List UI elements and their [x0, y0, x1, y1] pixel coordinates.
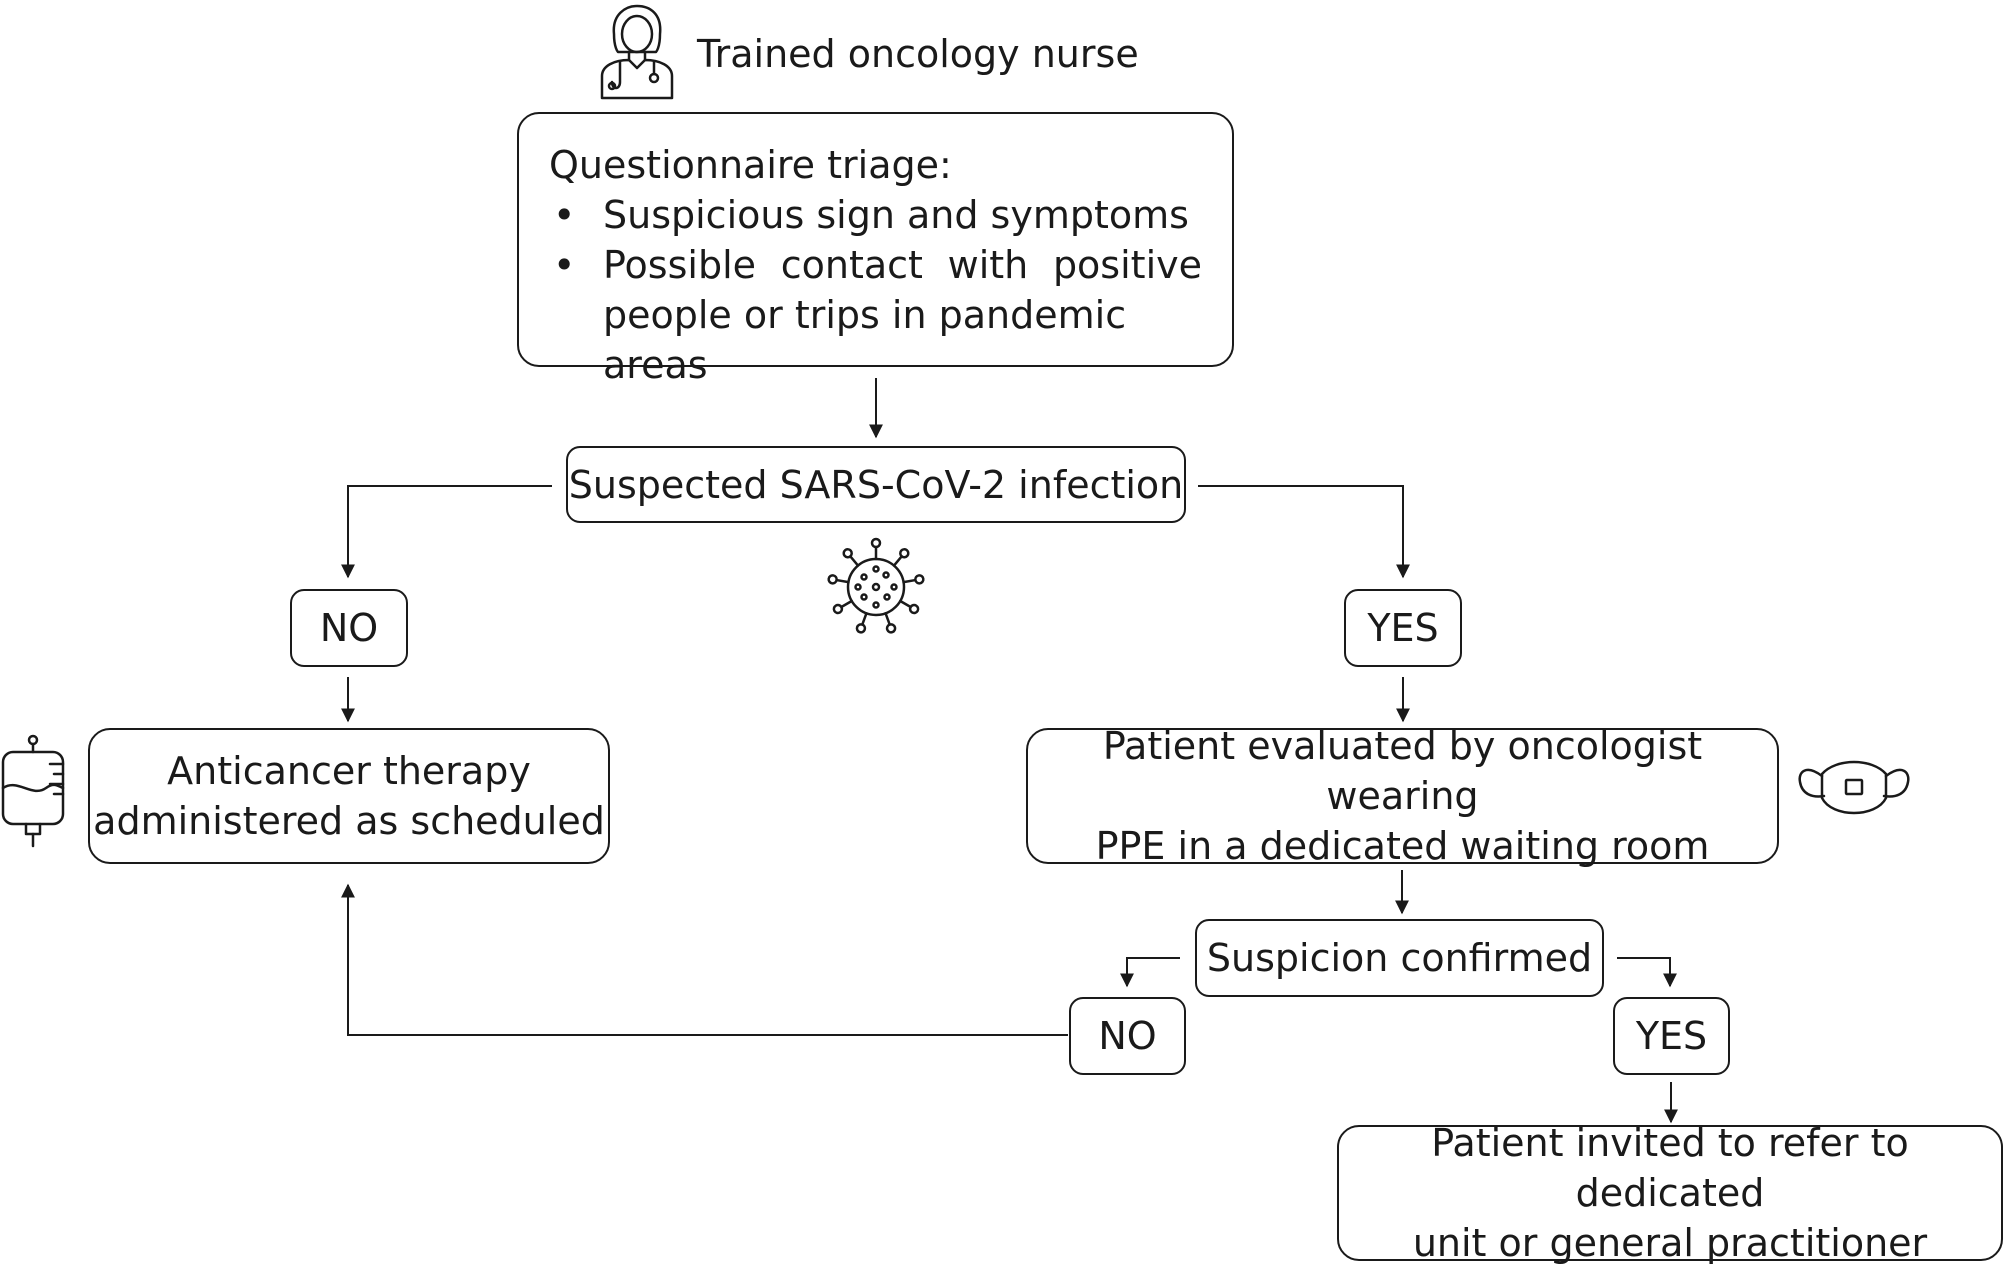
no-confirmed-label: NO: [1098, 1014, 1157, 1058]
arrow-suspected-to-yes: [1198, 485, 1410, 579]
suspected-infection-label: Suspected SARS-CoV-2 infection: [568, 462, 1184, 507]
iv-bag-icon: [1, 734, 65, 848]
yes-label: YES: [1367, 606, 1439, 650]
referral-box: Patient invited to refer to dedicated un…: [1337, 1121, 2003, 1265]
yes-branch-box: YES: [1344, 589, 1462, 667]
nurse-icon: [600, 4, 674, 100]
triage-title: Questionnaire triage:: [549, 143, 952, 187]
anticancer-therapy-box: Anticancer therapy administered as sched…: [88, 728, 610, 864]
face-mask-icon: [1798, 760, 1910, 815]
referral-line-1: Patient invited to refer to dedicated: [1431, 1121, 1909, 1215]
no-confirmed-box: NO: [1069, 997, 1186, 1075]
therapy-line-1: Anticancer therapy: [167, 749, 531, 793]
arrow-confirmed-to-yes: [1617, 957, 1677, 988]
suspicion-confirmed-label: Suspicion confirmed: [1206, 936, 1593, 980]
role-label: Trained oncology nurse: [697, 32, 1139, 76]
no-branch-box: NO: [290, 589, 408, 667]
virus-icon: [826, 537, 926, 635]
oncologist-evaluation-box: Patient evaluated by oncologist wearing …: [1026, 724, 1779, 868]
evaluation-line-1: Patient evaluated by oncologist wearing: [1102, 724, 1703, 818]
referral-line-2: unit or general practitioner: [1412, 1221, 1928, 1265]
evaluation-line-2: PPE in a dedicated waiting room: [1095, 824, 1710, 868]
suspected-infection-box: Suspected SARS-CoV-2 infection: [566, 446, 1186, 523]
questionnaire-triage-box: Questionnaire triage: Suspicious sign an…: [517, 112, 1234, 387]
triage-criterion: Suspicious sign and symptoms: [549, 190, 1202, 240]
therapy-line-2: administered as scheduled: [93, 799, 605, 843]
yes-confirmed-label: YES: [1635, 1014, 1708, 1058]
suspicion-confirmed-box: Suspicion confirmed: [1195, 919, 1604, 997]
arrow-suspected-to-no: [341, 485, 552, 579]
arrow-no-back-to-therapy: [341, 883, 1068, 1036]
triage-criterion: Possible contact with positive people or…: [549, 240, 1202, 390]
triage-criteria-list: Suspicious sign and symptoms Possible co…: [549, 190, 1202, 390]
yes-confirmed-box: YES: [1613, 997, 1730, 1075]
arrow-confirmed-to-no: [1120, 957, 1180, 988]
no-label: NO: [319, 606, 379, 650]
